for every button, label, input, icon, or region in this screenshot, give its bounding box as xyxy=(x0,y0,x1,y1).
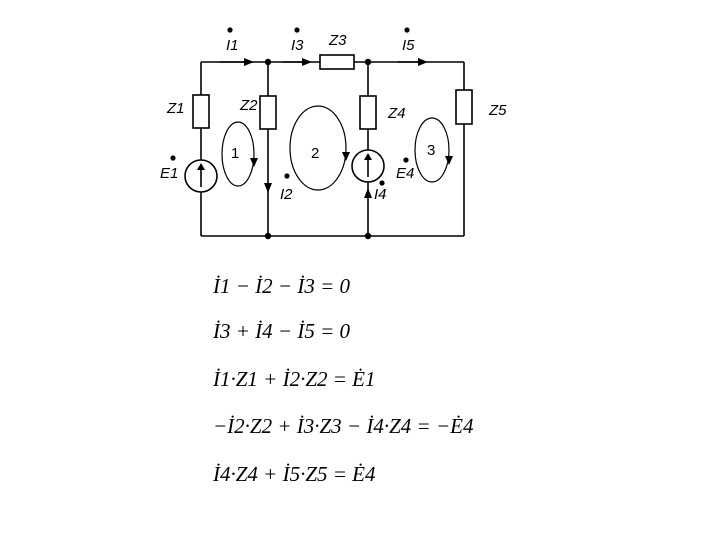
label-z4: Z4 xyxy=(387,105,406,122)
arrow-right-icon xyxy=(244,58,254,66)
source-e1 xyxy=(184,159,218,193)
label-e4: E4 xyxy=(396,165,414,182)
resistor-z3 xyxy=(319,54,355,70)
node-dot xyxy=(364,232,372,240)
source-e4 xyxy=(351,149,385,183)
equation-3: İ1·Z1 + İ2·Z2 = Ė1 xyxy=(212,367,376,391)
label-z5: Z5 xyxy=(488,102,507,119)
node-dot xyxy=(264,232,272,240)
phasor-dots xyxy=(170,27,410,186)
equation-5: İ4·Z4 + İ5·Z5 = Ė4 xyxy=(212,462,376,486)
equation-1: İ1 − İ2 − İ3 = 0 xyxy=(212,274,350,298)
label-z1: Z1 xyxy=(166,100,185,117)
label-i1: I1 xyxy=(226,37,239,54)
arrow-right-icon xyxy=(418,58,428,66)
equation-2: İ3 + İ4 − İ5 = 0 xyxy=(212,319,350,343)
resistor-z4 xyxy=(359,95,377,130)
label-z3: Z3 xyxy=(328,32,347,49)
loop-contour-2 xyxy=(289,105,350,191)
arrow-down-icon xyxy=(264,183,272,193)
label-e1: E1 xyxy=(160,165,178,182)
wires xyxy=(200,61,465,237)
node-dot xyxy=(264,58,272,66)
arrow-right-icon xyxy=(302,58,312,66)
label-i4: I4 xyxy=(374,186,387,203)
nodes xyxy=(264,58,372,240)
loop-contour-1 xyxy=(221,121,258,187)
resistor-z2 xyxy=(259,95,277,130)
label-z2: Z2 xyxy=(239,97,258,114)
label-loop-2: 2 xyxy=(311,145,319,162)
label-i5: I5 xyxy=(402,37,415,54)
label-loop-3: 3 xyxy=(427,142,435,159)
current-arrows xyxy=(220,58,428,198)
loop-contour-3 xyxy=(414,117,453,183)
arrow-up-icon xyxy=(364,188,372,198)
equation-list: İ1 − İ2 − İ3 = 0 İ3 + İ4 − İ5 = 0 İ1·Z1 … xyxy=(212,274,474,486)
resistor-z5 xyxy=(455,89,473,125)
label-i3: I3 xyxy=(291,37,304,54)
equation-4: −İ2·Z2 + İ3·Z3 − İ4·Z4 = −Ė4 xyxy=(213,414,474,438)
node-dot xyxy=(364,58,372,66)
label-loop-1: 1 xyxy=(231,145,239,162)
resistor-z1 xyxy=(192,94,210,129)
label-i2: I2 xyxy=(280,186,293,203)
